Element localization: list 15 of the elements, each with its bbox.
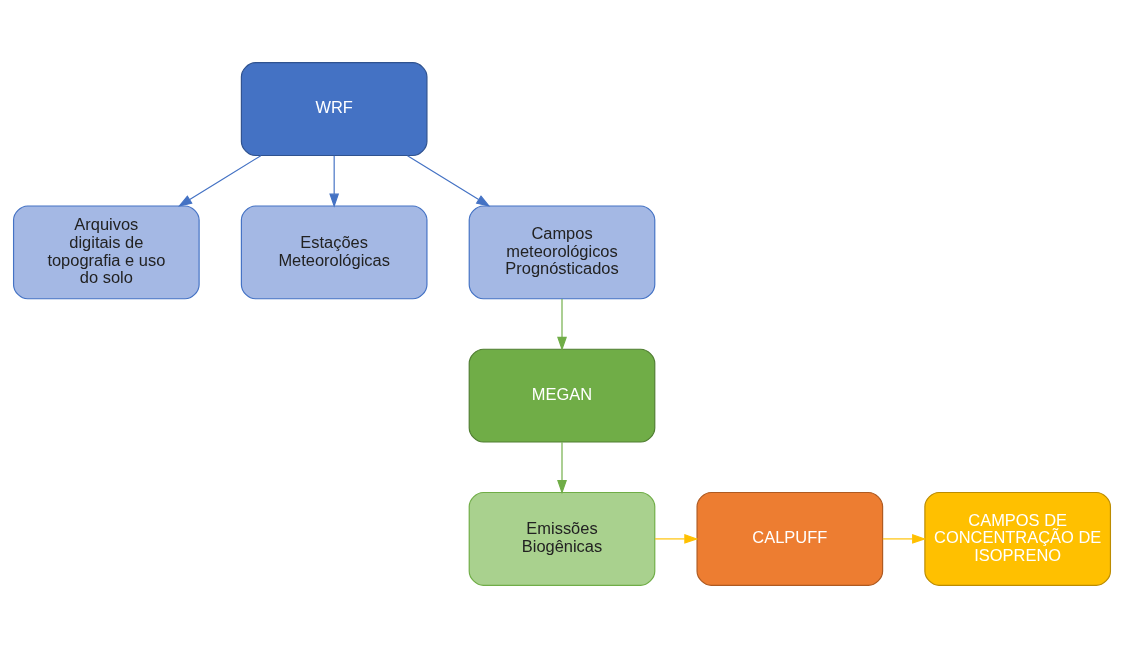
arrow — [654, 533, 699, 544]
arrow — [882, 533, 927, 544]
arrow — [329, 155, 340, 208]
node-box: CALPUFF — [696, 491, 884, 586]
node-box: Campos meteorológicos Prognósticados — [468, 205, 656, 300]
arrow — [178, 155, 262, 207]
node-box: WRF — [240, 62, 428, 157]
node-box: Arquivos digitais de topografia e uso do solo — [12, 205, 200, 300]
arrow — [557, 298, 567, 351]
node-box: Emissões Biogênicas — [468, 491, 656, 586]
node-box: CAMPOS DE CONCENTRAÇÃO DE ISOPRENO — [924, 491, 1112, 586]
arrow — [406, 155, 491, 207]
node-box: Estações Meteorológicas — [240, 205, 428, 300]
arrow — [557, 441, 567, 495]
node-box: MEGAN — [468, 348, 656, 443]
